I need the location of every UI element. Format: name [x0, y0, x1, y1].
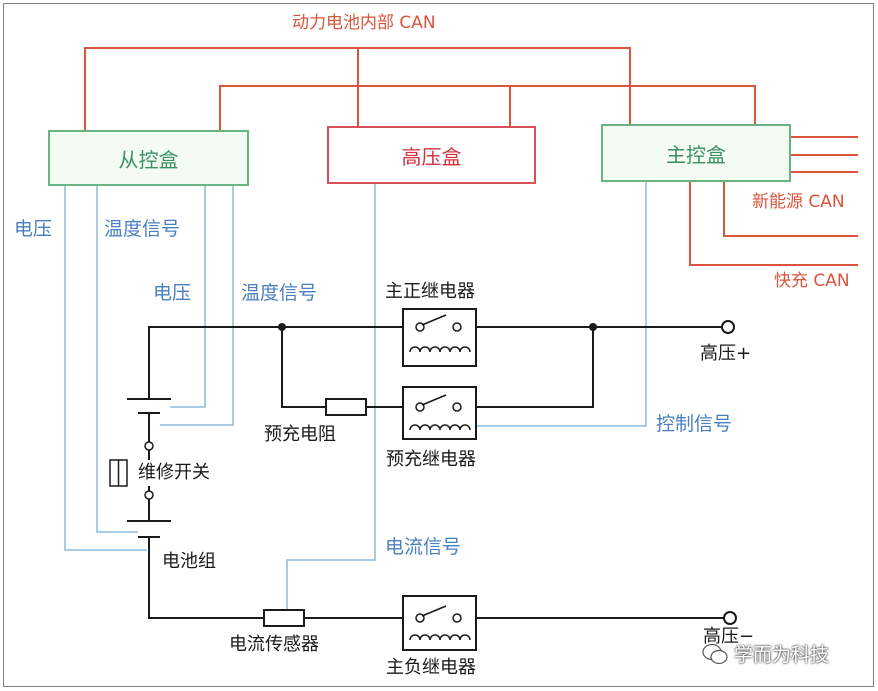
current-signal-label: 电流信号 [385, 536, 462, 558]
signal-lines [64, 182, 647, 610]
temperature-label-left: 温度信号 [104, 218, 181, 240]
hv-plus-terminal [721, 320, 735, 334]
hv-minus-terminal [723, 611, 737, 625]
power-lines [127, 326, 724, 619]
main-positive-relay-symbol [402, 308, 477, 367]
watermark-text: 学而为科技 [734, 644, 830, 666]
new-energy-can-label: 新能源 CAN [752, 192, 845, 212]
precharge-relay-symbol [402, 386, 477, 440]
junction-dots [278, 323, 597, 331]
hv-minus-label: 高压− [703, 626, 755, 647]
wechat-icon [702, 643, 728, 664]
fast-charge-can-label: 快充 CAN [774, 271, 850, 291]
internal-can-title: 动力电池内部 CAN [292, 13, 436, 33]
hv-plus-label: 高压+ [700, 343, 752, 364]
service-switch-label: 维修开关 [138, 462, 210, 483]
precharge-resistor-label: 预充电阻 [264, 424, 336, 445]
temperature-label-inner: 温度信号 [241, 282, 318, 304]
precharge-resistor-symbol [325, 398, 367, 416]
current-sensor-label: 电流传感器 [229, 634, 319, 655]
can-bus-lines [84, 47, 858, 266]
high-voltage-box-label: 高压盒 [401, 144, 462, 169]
slave-control-box: 从控盒 [48, 130, 249, 186]
switch-terminal-top [144, 441, 154, 451]
high-voltage-box: 高压盒 [327, 126, 536, 184]
main-negative-relay-label: 主负继电器 [386, 657, 476, 678]
master-control-box-label: 主控盒 [666, 142, 726, 167]
battery-pack-label: 电池组 [162, 551, 216, 572]
control-signal-label: 控制信号 [656, 413, 733, 435]
main-positive-relay-label: 主正继电器 [385, 281, 475, 302]
main-negative-relay-symbol [402, 595, 477, 651]
master-control-box: 主控盒 [601, 124, 791, 182]
switch-terminal-bottom [144, 490, 154, 500]
slave-control-box-label: 从控盒 [118, 147, 179, 172]
precharge-relay-label: 预充继电器 [386, 449, 476, 470]
watermark: 学而为科技 [702, 640, 829, 667]
voltage-label-inner: 电压 [153, 282, 192, 304]
service-switch-symbol [109, 459, 128, 487]
current-sensor-symbol [263, 609, 305, 627]
voltage-label-left: 电压 [14, 218, 53, 240]
